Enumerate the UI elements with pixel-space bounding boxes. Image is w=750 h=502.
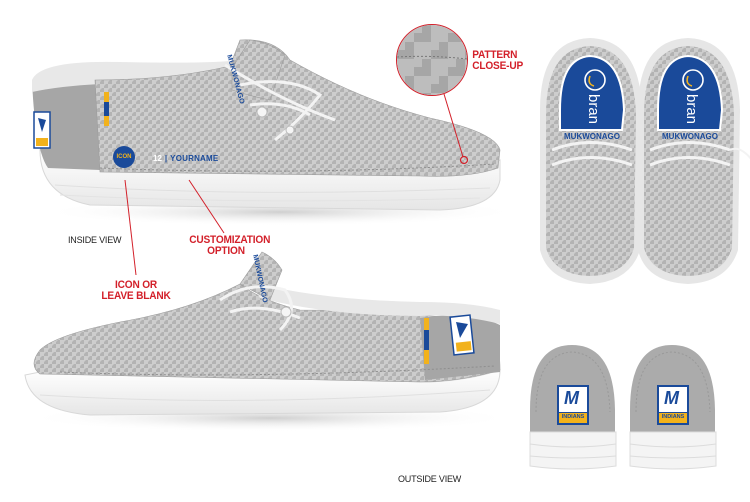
icon-label-line2: LEAVE BLANK xyxy=(101,290,171,302)
icon-label-line1: ICON OR xyxy=(114,279,158,291)
customization-option-label: CUSTOMIZATION OPTION xyxy=(189,234,271,257)
heel-view-illustration xyxy=(529,345,717,470)
pattern-closeup-line1: PATTERN xyxy=(472,49,518,61)
pattern-closeup-line2: CLOSE-UP xyxy=(472,60,524,72)
icon-badge-text: ICON xyxy=(116,154,132,160)
customization-icon-badge: ICON xyxy=(113,146,135,168)
outside-view-shoe: MUKWONAGO xyxy=(0,240,520,440)
insole-brand-left: bran xyxy=(585,94,602,125)
icon-or-blank-label: ICON OR LEAVE BLANK xyxy=(99,280,173,302)
heel-left xyxy=(529,345,617,470)
top-tongue-text-right: MUKWONAGO xyxy=(662,132,718,141)
player-name: YOURNAME xyxy=(170,154,219,163)
pattern-closeup-label: PATTERN CLOSE-UP xyxy=(472,50,523,72)
closeup-houndstooth xyxy=(397,25,467,95)
top-tongue-text-left: MUKWONAGO xyxy=(564,132,620,141)
heel-view-pair: M INDIANS M INDIANS xyxy=(529,340,750,490)
insole-brand-right: bran xyxy=(683,94,700,125)
nameplate-divider: | xyxy=(164,154,168,163)
top-view-illustration xyxy=(540,38,750,284)
pattern-closeup-circle xyxy=(396,24,468,96)
heel-logo-letter-right: M xyxy=(664,388,679,408)
inside-shoe-illustration xyxy=(32,39,520,226)
outside-view-label: OUTSIDE VIEW xyxy=(398,474,462,484)
top-view-pair: bran bran MUKWONAGO MUKWONAGO xyxy=(530,20,750,284)
heel-logo-text-left: INDIANS xyxy=(561,414,585,420)
player-number: 12 xyxy=(153,154,162,163)
outside-shoe-illustration xyxy=(24,251,515,432)
inside-view-label: INSIDE VIEW xyxy=(68,235,122,245)
heel-right xyxy=(629,345,717,470)
customization-line1: CUSTOMIZATION xyxy=(189,234,271,246)
heel-logo-text-right: INDIANS xyxy=(661,414,685,420)
heel-logo-letter-left: M xyxy=(564,388,579,408)
inside-view-shoe: MUKWONAGO ICON 12 | YOURNAME xyxy=(0,0,520,230)
top-view-right-shoe xyxy=(638,38,750,284)
top-view-left-shoe xyxy=(540,38,642,284)
customization-line2: OPTION xyxy=(207,245,245,257)
customization-nameplate: 12 | YOURNAME xyxy=(153,154,218,163)
